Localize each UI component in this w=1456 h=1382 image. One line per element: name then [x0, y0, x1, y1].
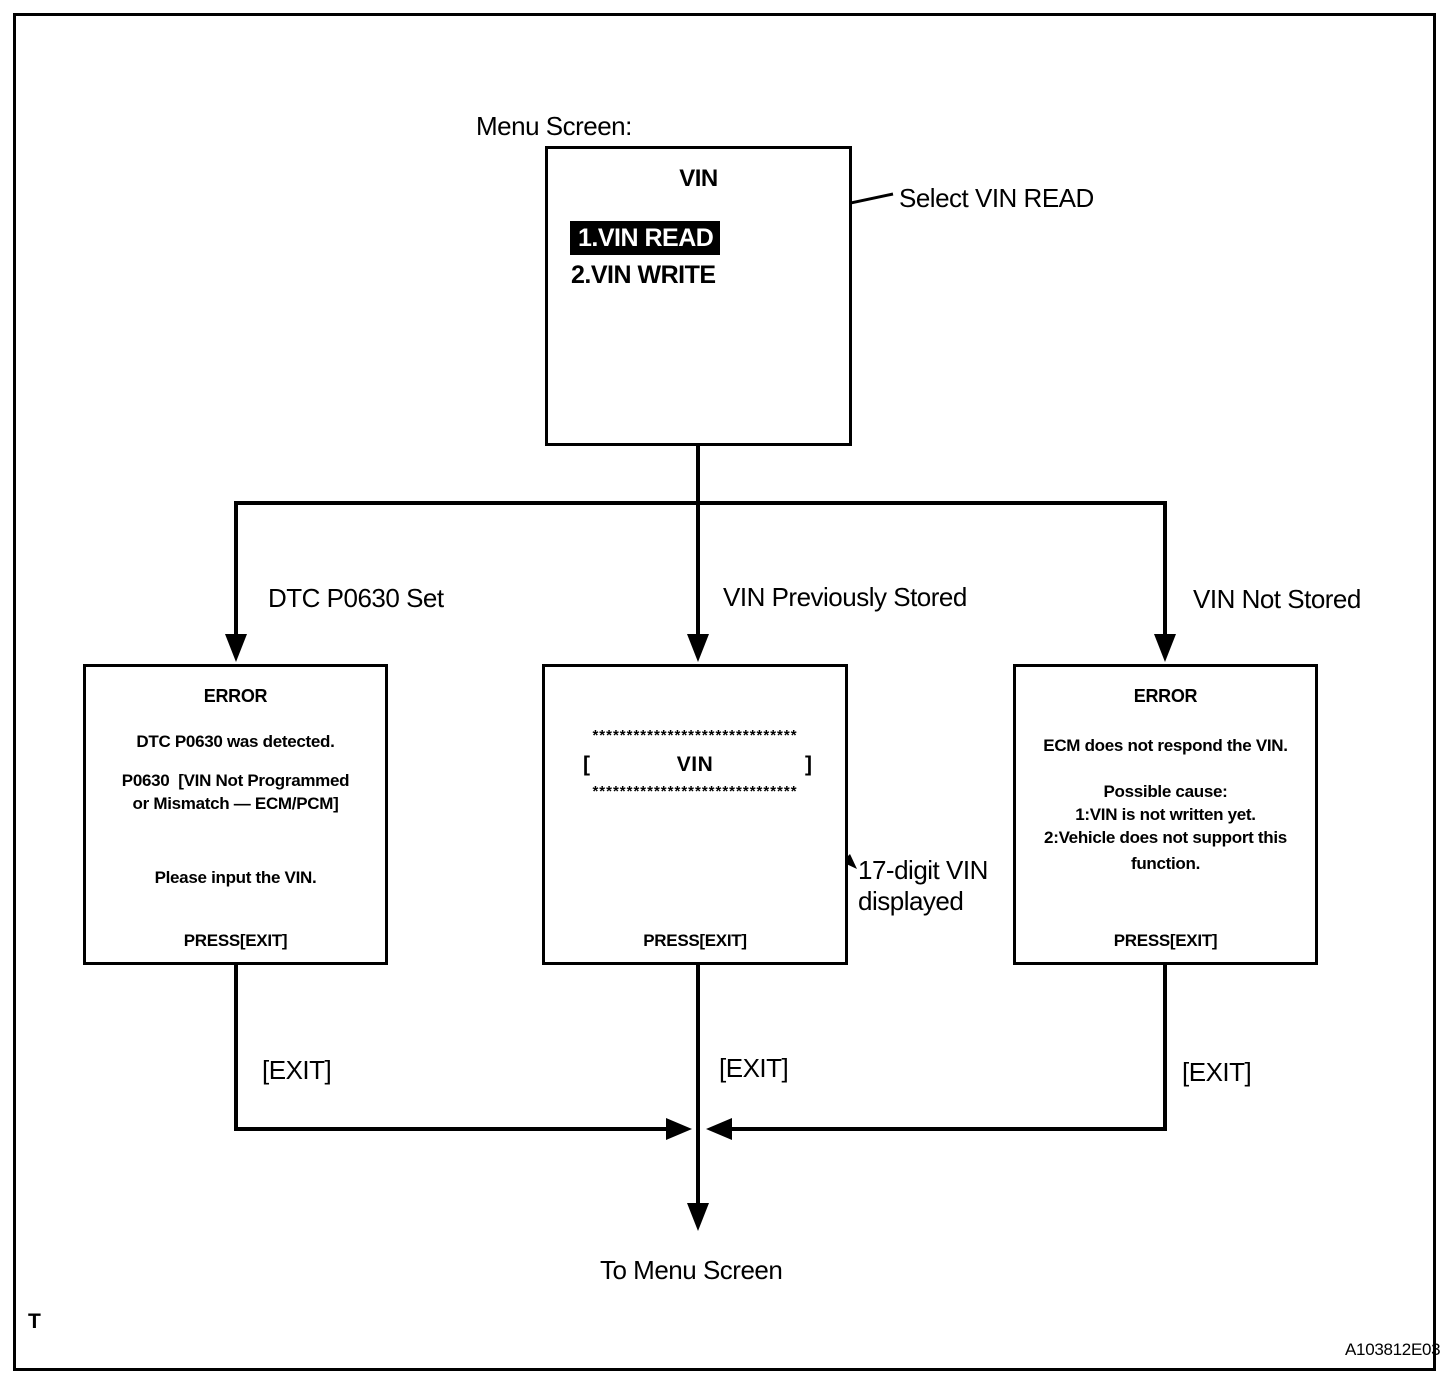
press-exit-footer: PRESS[EXIT]	[1113, 931, 1218, 950]
asterisk-row: ******************************	[592, 783, 798, 800]
error-line: P0630 [VIN Not Programmed	[121, 771, 350, 790]
left-drop-arrowhead-icon	[225, 634, 247, 662]
menu-item-vin-write: 2.VIN WRITE	[571, 261, 716, 289]
exit-label-right: [EXIT]	[1182, 1057, 1252, 1087]
error-title: ERROR	[1133, 686, 1198, 706]
menu-item-vin-read: 1.VIN READ	[570, 221, 720, 255]
page-corner-mark: T	[28, 1310, 41, 1333]
right-drop-arrowhead-icon	[1154, 634, 1176, 662]
outer-border	[13, 13, 1436, 1371]
error-p0630-screen-box: ERROR DTC P0630 was detected. P0630 [VIN…	[83, 664, 388, 965]
vin-label: VIN	[676, 753, 714, 776]
to-menu-screen-caption: To Menu Screen	[600, 1255, 783, 1285]
asterisk-row: ******************************	[592, 727, 798, 744]
error-title: ERROR	[203, 686, 268, 706]
error-no-response-screen-box: ERROR ECM does not respond the VIN. Poss…	[1013, 664, 1318, 965]
to-menu-arrowhead-icon	[687, 1203, 709, 1231]
center-drop-arrowhead-icon	[687, 634, 709, 662]
select-vin-read-callout: Select VIN READ	[899, 183, 1094, 213]
vin-callout-arrowhead-icon	[842, 854, 857, 869]
left-merge-arrowhead-icon	[666, 1118, 692, 1140]
branch-label-vin-not-stored: VIN Not Stored	[1193, 584, 1361, 614]
menu-screen-title: VIN	[679, 165, 718, 192]
error-line: DTC P0630 was detected.	[136, 732, 335, 751]
vin-display-screen-box: ****************************** [ VIN ] *…	[542, 664, 848, 965]
menu-screen-box: VIN 1.VIN READ 2.VIN WRITE	[545, 146, 852, 446]
error-line: ECM does not respond the VIN.	[1043, 736, 1288, 755]
press-exit-footer: PRESS[EXIT]	[183, 931, 288, 950]
error-line: Please input the VIN.	[154, 868, 317, 887]
menu-screen-caption: Menu Screen:	[476, 111, 632, 141]
error-line: 1:VIN is not written yet.	[1075, 805, 1256, 824]
branch-label-dtc-p0630-set: DTC P0630 Set	[268, 583, 444, 613]
vin-digits-callout: 17-digit VIN displayed	[858, 855, 988, 917]
vin-bracket-row: [ VIN ]	[545, 753, 845, 779]
exit-label-left: [EXIT]	[262, 1055, 332, 1085]
error-line: function.	[1130, 854, 1201, 873]
right-merge-arrowhead-icon	[706, 1118, 732, 1140]
branch-label-vin-previously-stored: VIN Previously Stored	[723, 582, 967, 612]
press-exit-footer: PRESS[EXIT]	[643, 931, 747, 950]
error-line: Possible cause:	[1103, 782, 1228, 801]
bracket-close: ]	[805, 753, 812, 776]
error-line: or Mismatch — ECM/PCM]	[132, 794, 339, 813]
exit-label-center: [EXIT]	[719, 1053, 789, 1083]
error-line: 2:Vehicle does not support this	[1044, 828, 1287, 847]
figure-id: A103812E03	[1345, 1340, 1441, 1359]
bracket-open: [	[583, 753, 590, 776]
